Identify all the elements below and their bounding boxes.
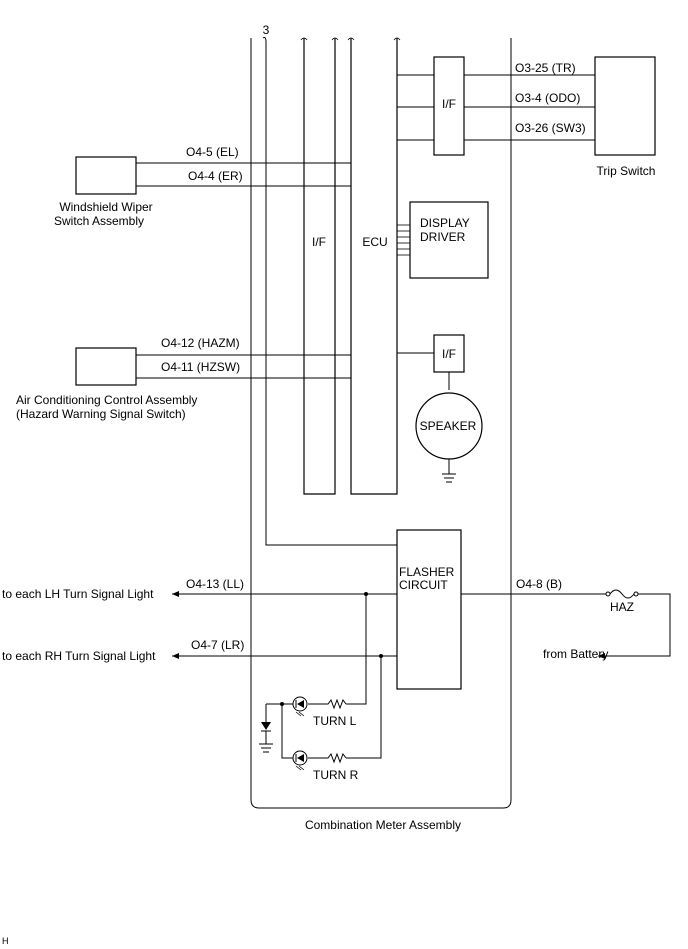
flasher-label-1: FLASHER xyxy=(399,565,455,579)
lh-pin: O4-13 (LL) xyxy=(186,577,244,591)
ac-control-box xyxy=(75,347,137,386)
speaker-ground-icon xyxy=(442,459,456,483)
meter-enclosure xyxy=(250,38,512,809)
wiper-pin-er: O4-4 (ER) xyxy=(188,169,243,183)
wire-number-3: 3 xyxy=(263,23,270,37)
display-driver-bus xyxy=(397,224,410,256)
rh-label: to each RH Turn Signal Light xyxy=(2,649,156,663)
ecu-label: ECU xyxy=(362,235,387,249)
rh-pin: O4-7 (LR) xyxy=(191,638,244,652)
trip-pin-sw3: O3-26 (SW3) xyxy=(515,121,586,135)
ecu-block xyxy=(350,38,398,495)
turn-r-resistor-icon xyxy=(308,752,347,764)
turn-l-resistor-icon xyxy=(308,698,347,710)
trip-pin-odo: O3-4 (ODO) xyxy=(515,91,580,105)
ac-label-2: (Hazard Warning Signal Switch) xyxy=(16,407,186,421)
ac-label-1: Air Conditioning Control Assembly xyxy=(16,393,197,407)
lh-label: to each LH Turn Signal Light xyxy=(2,587,154,601)
if-main-block xyxy=(303,38,336,495)
if-main-label: I/F xyxy=(312,235,326,249)
turn-l-led-icon xyxy=(292,696,308,717)
turn-r-led-icon xyxy=(292,750,308,771)
ac-pin-hzsw: O4-11 (HZSW) xyxy=(161,360,240,374)
display-driver-label-1: DISPLAY xyxy=(420,216,470,230)
turn-l-label: TURN L xyxy=(313,714,357,728)
if-trip-label: I/F xyxy=(442,97,456,111)
haz-fuse-icon xyxy=(605,589,639,599)
corner-code: H xyxy=(2,936,9,946)
if-speaker-block xyxy=(433,334,465,373)
meter-label: Combination Meter Assembly xyxy=(305,818,461,832)
battery-label: from Battery xyxy=(543,647,608,661)
if-trip-block xyxy=(433,56,465,156)
battery-pin: O4-8 (B) xyxy=(516,577,562,591)
speaker-label: SPEAKER xyxy=(420,419,477,433)
if-speaker-label: I/F xyxy=(442,347,456,361)
wire-3-line xyxy=(262,37,397,546)
display-driver-box xyxy=(409,201,489,279)
wiper-label-2: Switch Assembly xyxy=(54,214,144,228)
display-driver-label-2: DRIVER xyxy=(420,230,466,244)
led-diode-ground-icon xyxy=(259,703,282,753)
trip-switch-label: Trip Switch xyxy=(597,164,656,178)
turn-r-label: TURN R xyxy=(313,768,359,782)
wiper-label-1: Windshield Wiper xyxy=(59,200,152,214)
trip-pin-tr: O3-25 (TR) xyxy=(515,61,576,75)
wiper-switch-box xyxy=(75,156,137,195)
wiper-pin-el: O4-5 (EL) xyxy=(186,145,239,159)
flasher-circuit-box xyxy=(396,529,462,690)
trip-switch-box xyxy=(594,56,656,156)
ac-pin-hazm: O4-12 (HAZM) xyxy=(161,336,240,350)
fuse-label: HAZ xyxy=(610,600,634,614)
flasher-label-2: CIRCUIT xyxy=(399,578,448,592)
